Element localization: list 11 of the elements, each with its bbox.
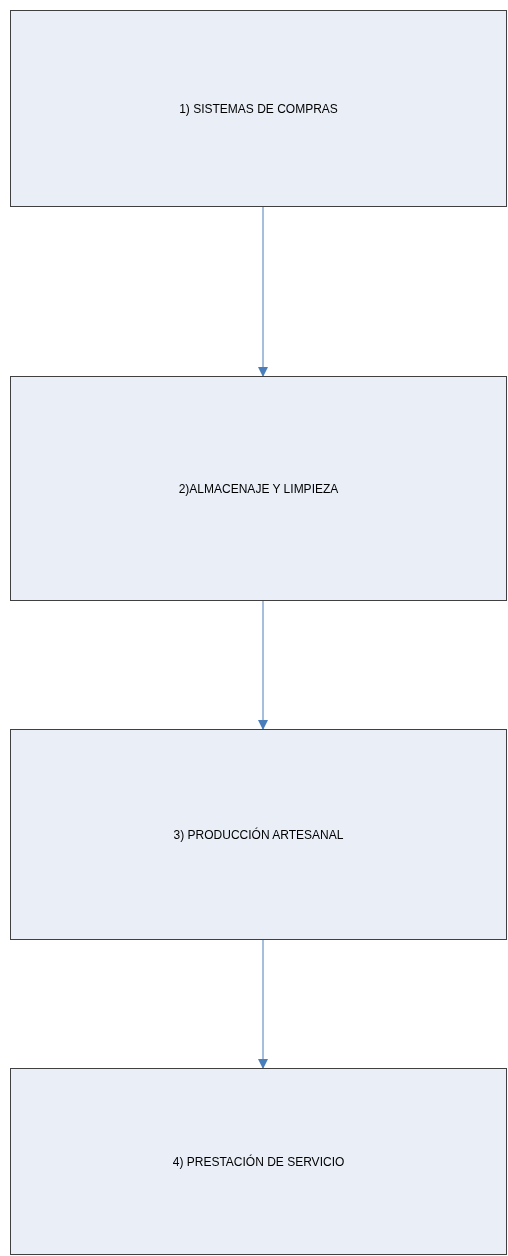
box-label: 3) PRODUCCIÓN ARTESANAL (173, 826, 344, 844)
process-box (10, 376, 507, 601)
process-box (10, 10, 507, 207)
arrow (258, 939, 268, 1069)
arrow (258, 600, 268, 730)
box-label: 1) SISTEMAS DE COMPRAS (179, 100, 338, 118)
arrow (258, 206, 268, 377)
box-label: 4) PRESTACIÓN DE SERVICIO (172, 1153, 345, 1171)
process-box (10, 729, 507, 940)
process-box (10, 1068, 507, 1255)
box-label: 2)ALMACENAJE Y LIMPIEZA (178, 480, 339, 498)
